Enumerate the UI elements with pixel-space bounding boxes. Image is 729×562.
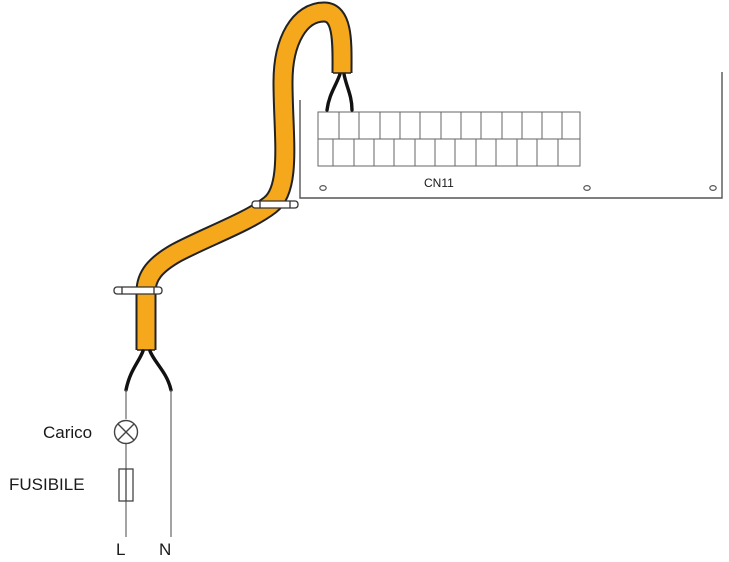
clamp-lower	[113, 286, 163, 295]
lower-wire-ends	[124, 349, 173, 392]
terminal-block-cn11	[317, 111, 581, 167]
board-mounting-holes	[319, 185, 717, 192]
power-cable	[135, 1, 353, 351]
lamp-symbol-icon	[113, 419, 139, 445]
terminal-block-top-row	[338, 112, 563, 139]
cable-clamp-icon	[251, 200, 299, 209]
cable-clamp-icon	[113, 286, 163, 295]
line-terminal-label: L	[116, 540, 126, 559]
terminal-block-bottom-row	[332, 139, 559, 166]
upper-wire-ends	[325, 72, 354, 112]
lower-wire-neutral	[148, 349, 173, 392]
control-board-outline	[299, 72, 723, 199]
mounting-hole-right	[709, 185, 717, 192]
clamp-upper	[251, 200, 299, 209]
load-label: Carico	[43, 423, 93, 442]
upper-wire-right	[342, 72, 354, 112]
neutral-terminal-label: N	[159, 540, 172, 559]
upper-wire-left	[325, 72, 342, 112]
mounting-hole-center	[583, 185, 591, 192]
fuse-label: FUSIBILE	[9, 475, 85, 494]
connector-label: CN11	[424, 176, 454, 190]
lower-wire-line	[124, 349, 145, 392]
mounting-hole-left	[319, 185, 327, 192]
fuse-symbol-icon	[118, 468, 134, 502]
